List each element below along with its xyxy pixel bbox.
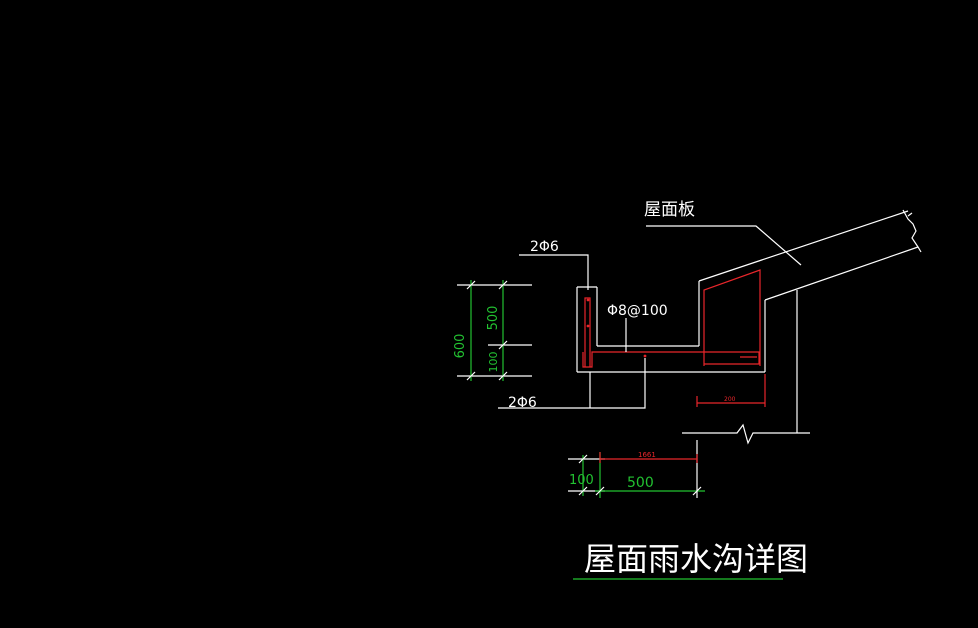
dim-500: 500	[486, 306, 501, 331]
dim-base-thickness: 100	[569, 473, 594, 488]
top-bars-label: 2Φ6	[530, 239, 559, 255]
dim-100-vertical: 100	[487, 352, 500, 373]
roof-slab-label: 屋面板	[644, 200, 695, 220]
dim-base-width: 500	[627, 475, 654, 491]
rebar	[582, 269, 761, 368]
gutter-outline	[576, 281, 766, 373]
dim-600: 600	[453, 334, 468, 359]
dimensions	[457, 280, 766, 498]
stirrups-label: Φ8@100	[607, 303, 668, 319]
bottom-bars-label: 2Φ6	[508, 395, 537, 411]
dim-red-right: 200	[724, 396, 736, 403]
roof-slab	[698, 209, 922, 301]
drawing-title: 屋面雨水沟详图	[584, 540, 808, 578]
support-wall	[682, 290, 810, 445]
dim-red-small: 1661	[638, 451, 656, 459]
leaders	[498, 225, 802, 409]
